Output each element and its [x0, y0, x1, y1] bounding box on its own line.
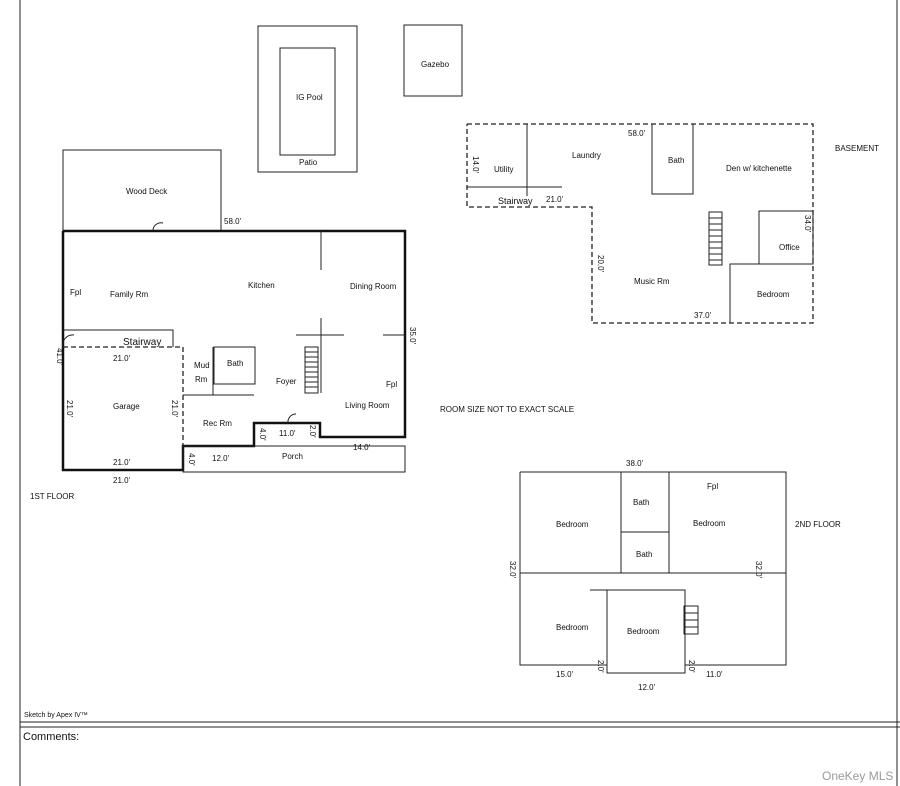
bedroom-label: Bedroom	[627, 627, 660, 636]
dim-label: 58.0'	[224, 217, 242, 226]
utility-label: Utility	[494, 165, 514, 174]
second-floor-title: 2ND FLOOR	[795, 520, 841, 529]
den-label: Den w/ kitchenette	[726, 164, 792, 173]
dim-label: 32.0'	[508, 561, 517, 579]
watermark: OneKey MLS	[822, 769, 893, 783]
family-room-label: Family Rm	[110, 290, 149, 299]
kitchen-label: Kitchen	[248, 281, 275, 290]
dim-label: 14.0'	[353, 443, 371, 452]
garage-label: Garage	[113, 402, 140, 411]
dim-label: 14.0'	[471, 156, 480, 174]
bedroom-label: Bedroom	[693, 519, 726, 528]
stairway-label: Stairway	[123, 337, 161, 348]
dim-label: 21.0'	[546, 195, 564, 204]
dim-label: 12.0'	[212, 454, 230, 463]
dim-label: 2.0'	[687, 660, 696, 673]
bedroom-label: Bedroom	[556, 520, 589, 529]
patio	[257, 25, 358, 173]
dim-label: 21.0'	[65, 400, 74, 418]
dim-label: 2.0'	[596, 660, 605, 673]
second-floor-stairs	[683, 605, 699, 635]
pool-label: IG Pool	[296, 93, 323, 102]
pool	[279, 47, 336, 156]
bath-room	[213, 346, 256, 385]
dim-label: 4.0'	[187, 453, 196, 466]
laundry-label: Laundry	[572, 151, 601, 160]
bath-label: Bath	[636, 550, 652, 559]
fpl-label: Fpl	[707, 482, 718, 491]
outdoor-structures: IG Pool Patio Gazebo Wood Deck	[62, 24, 463, 232]
dim-label: 11.0'	[706, 670, 723, 679]
first-floor-stairs	[304, 346, 319, 394]
porch-label: Porch	[282, 452, 303, 461]
dim-label: 11.0'	[279, 429, 296, 438]
dim-label: 58.0'	[628, 129, 646, 138]
fpl-label-2: Fpl	[386, 380, 397, 389]
dim-label: 21.0'	[170, 400, 179, 418]
scale-note: ROOM SIZE NOT TO EXACT SCALE	[440, 405, 574, 414]
door-swings	[62, 222, 297, 424]
basement-stairs	[708, 211, 723, 266]
bath-label: Bath	[668, 156, 684, 165]
dim-label: 21.0'	[113, 354, 131, 363]
rec-room-label: Rec Rm	[203, 419, 232, 428]
first-floor-title: 1ST FLOOR	[30, 492, 75, 501]
dim-label: 21.0'	[113, 476, 131, 485]
gazebo-label: Gazebo	[421, 60, 450, 69]
first-floor-plan: Fpl Family Rm Kitchen Dining Room Stairw…	[30, 217, 417, 501]
dim-label: 12.0'	[638, 683, 656, 692]
comments-label: Comments:	[23, 731, 79, 743]
dining-room-label: Dining Room	[350, 282, 397, 291]
dim-label: 21.0'	[113, 458, 131, 467]
sketch-credit: Sketch by Apex IV™	[24, 712, 88, 719]
page-frame	[19, 0, 900, 786]
music-room-label: Music Rm	[634, 277, 670, 286]
dim-label: 38.0'	[626, 459, 644, 468]
gazebo	[403, 24, 463, 97]
dim-label: 15.0'	[556, 670, 574, 679]
fpl-label: Fpl	[70, 288, 81, 297]
mud-room-label: Mud	[194, 361, 210, 370]
mud-room-label-2: Rm	[195, 375, 208, 384]
dim-label: 2.0'	[308, 425, 317, 438]
dim-label: 41.0'	[55, 348, 64, 366]
bath-label: Bath	[633, 498, 649, 507]
dim-label: 4.0'	[258, 428, 267, 441]
living-room-label: Living Room	[345, 401, 390, 410]
deck-label: Wood Deck	[126, 187, 168, 196]
dim-label: 34.0'	[803, 215, 812, 233]
dim-label: 32.0'	[754, 561, 763, 579]
patio-label: Patio	[299, 158, 318, 167]
basement-title: BASEMENT	[835, 144, 879, 153]
foyer-label: Foyer	[276, 377, 297, 386]
stairway-label: Stairway	[498, 196, 533, 206]
dim-label: 35.0'	[408, 327, 417, 345]
second-floor-plan: Bedroom Bath Fpl Bedroom Bath Bedroom Be…	[508, 459, 841, 692]
bedroom-label: Bedroom	[757, 290, 790, 299]
dim-label: 20.0'	[596, 255, 605, 273]
bath-label: Bath	[227, 359, 243, 368]
office-label: Office	[779, 243, 800, 252]
dim-label: 37.0'	[694, 311, 712, 320]
bedroom-label: Bedroom	[556, 623, 589, 632]
porch	[182, 445, 406, 473]
basement-plan: Utility Laundry Bath Den w/ kitchenette …	[466, 123, 879, 324]
